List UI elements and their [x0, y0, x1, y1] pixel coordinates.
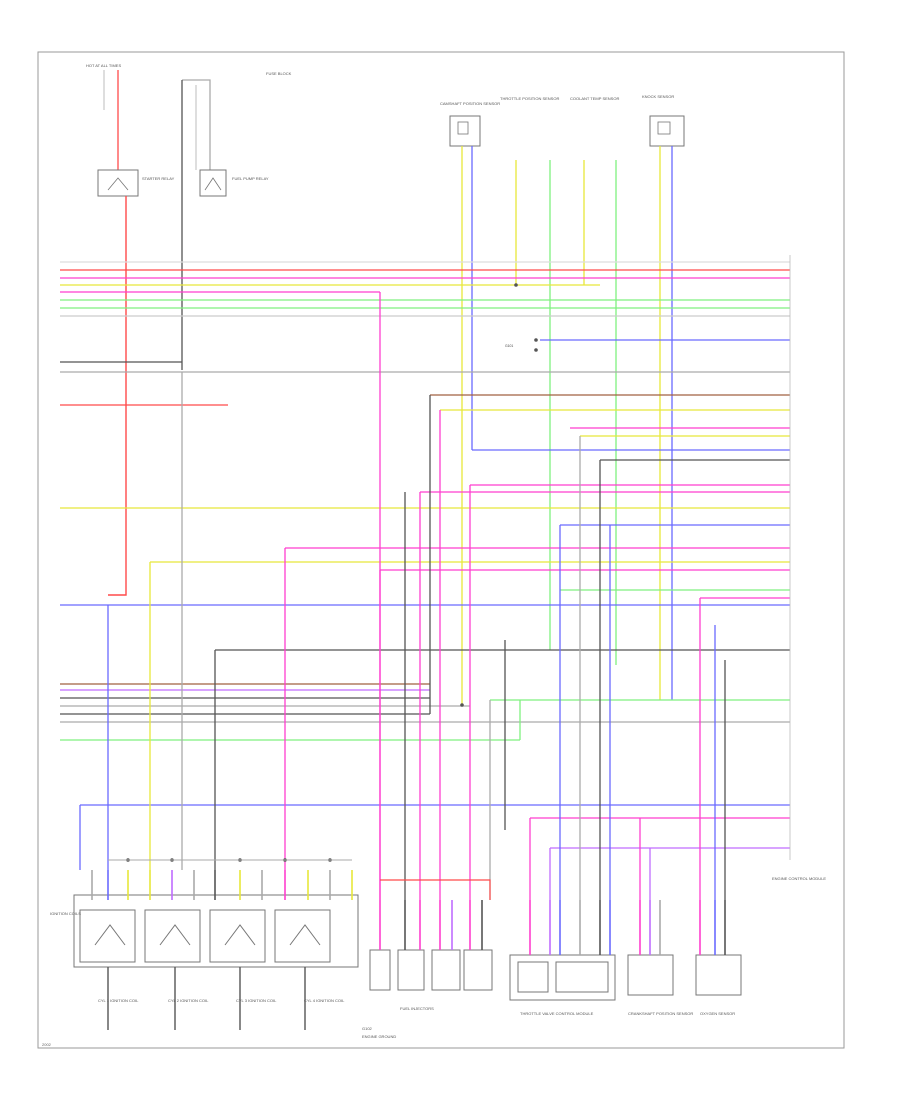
sensor-box-a: [449, 115, 481, 147]
throttle-pins: [529, 900, 611, 955]
coil-2-label: CYL 2 IGNITION COIL: [168, 998, 209, 1003]
top-feeds: [103, 70, 211, 370]
throttle-valve-label: THROTTLE VALVE CONTROL MODULE: [520, 1011, 594, 1016]
sensor-d-label: KNOCK SENSOR: [642, 94, 674, 99]
coil-grounds: [107, 967, 306, 1030]
crankshaft-sensor-label: CRANKSHAFT POSITION SENSOR: [628, 1011, 693, 1016]
oxygen-pins: [699, 900, 726, 955]
fuel-pump-relay-label: FUEL PUMP RELAY: [232, 176, 269, 181]
horizontal-bus: [60, 261, 790, 849]
coil-1-label: CYL 1 IGNITION COIL: [98, 998, 139, 1003]
ignition-block-label: IGNITION COILS: [50, 911, 81, 916]
ground-label: G101: [505, 344, 513, 348]
injector-pins: [379, 900, 483, 950]
ignition-coil-bank: [73, 894, 359, 968]
injector-feed: [380, 879, 491, 900]
coil-4-label: CYL 4 IGNITION COIL: [304, 998, 345, 1003]
fuel-injector-block: [369, 949, 493, 991]
fuel-pump-relay: [199, 169, 227, 197]
splices: [460, 283, 538, 707]
sensor-a-label: CAMSHAFT POSITION SENSOR: [440, 101, 500, 106]
starter-wire: [108, 196, 127, 596]
vertical-drops: [79, 292, 726, 900]
diagram-frame: [37, 51, 845, 1049]
o2-sensor-label: OXYGEN SENSOR: [700, 1011, 735, 1016]
coil-pins: [91, 870, 353, 900]
sensor-c-label: COOLANT TEMP SENSOR: [570, 96, 619, 101]
crankshaft-pins: [639, 900, 661, 955]
module-label: ENGINE CONTROL MODULE: [772, 876, 826, 881]
ground-bottom-2-label: ENGINE GROUND: [362, 1034, 396, 1039]
ground-bottom-label: G102: [362, 1026, 373, 1031]
oxygen-sensor: [695, 954, 742, 996]
power-label: HOT AT ALL TIMES: [86, 63, 121, 68]
starter-relay-label: STARTER RELAY: [142, 176, 175, 181]
top-sensor-wires: [461, 146, 673, 705]
crankshaft-sensor: [627, 954, 674, 996]
starter-relay: [97, 169, 139, 197]
sensor-b-label: THROTTLE POSITION SENSOR: [500, 96, 559, 101]
throttle-valve-module: [509, 954, 616, 1001]
fuel-injectors-label: FUEL INJECTORS: [400, 1006, 434, 1011]
date-footer: 2002: [42, 1042, 52, 1047]
coil-3-label: CYL 3 IGNITION COIL: [236, 998, 277, 1003]
sensor-box-d: [649, 115, 685, 147]
fuse-block-label: FUSE BLOCK: [266, 71, 292, 76]
